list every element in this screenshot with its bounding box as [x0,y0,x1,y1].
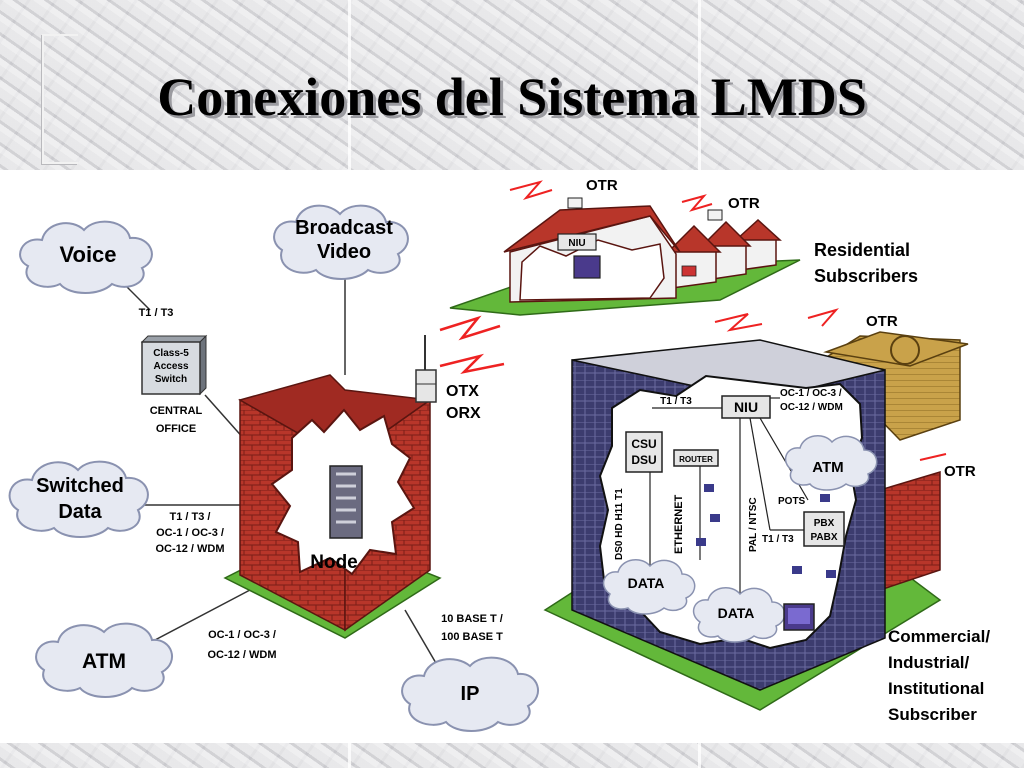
class5-line1: Class-5 [153,348,189,359]
slide-title: Conexiones del Sistema LMDS [157,67,867,127]
voice-label: Voice [59,242,116,267]
data-label: Data [58,501,102,523]
pots-label: POTS [778,496,806,507]
t1t3-top-label: T1 / T3 [139,307,174,319]
router-box: ROUTER [673,449,719,467]
ethernet-label: ETHERNET [673,494,685,554]
signal-waves-commercial [714,308,947,461]
data-left-label: DATA [628,575,665,591]
niu-house-label: NIU [568,238,585,249]
pal-ntsc-label: PAL / NTSC [748,497,759,552]
ip-cloud: IP [401,656,539,732]
ip-label: IP [461,683,480,705]
inner-t1t3-label: T1 / T3 [660,396,692,407]
router-label: ROUTER [679,455,713,464]
otr-label-2: OTR [728,195,760,212]
dsu-label: DSU [631,453,656,467]
node-building: Node [223,374,442,639]
residential-line1: Residential [814,240,910,260]
pabx-label: PABX [810,532,837,543]
commercial-line4: Subscriber [888,705,977,724]
data-cloud-left: DATA [602,559,696,615]
t1t3-oc-line2: OC-1 / OC-3 / [156,527,224,539]
data-cloud-mid: DATA [692,587,786,643]
switched-label: Switched [36,475,124,497]
commercial-line2: Industrial/ [888,653,970,672]
commercial-line1: Commercial/ [888,627,990,646]
atm-cloud: ATM [35,622,173,698]
otx-label: OTX [446,383,479,400]
inner-monitor [783,603,815,631]
base-t-line2: 100 BASE T [441,631,503,643]
residential-line2: Subscribers [814,266,918,286]
t1t3-oc-line3: OC-12 / WDM [155,543,224,555]
signal-waves-residential [509,180,713,212]
commercial-line3: Institutional [888,679,984,698]
oc-atm-line2: OC-12 / WDM [207,649,276,661]
oc-atm-line1: OC-1 / OC-3 / [208,629,276,641]
data-mid-label: DATA [718,605,755,621]
otr-label-1: OTR [586,177,618,194]
base-t-line1: 10 BASE T / [441,613,503,625]
class5-access-switch: Class-5 Access Switch [140,334,208,396]
switched-data-cloud: Switched Data [8,460,149,538]
inner-workstations [696,484,836,578]
ds0-label: DS0 HD H11 T1 [614,488,625,560]
otr-label-3: OTR [866,313,898,330]
atm-inner-cloud: ATM [784,435,878,491]
otr-label-4: OTR [944,463,976,480]
voice-cloud: Voice [19,220,153,294]
node-label: Node [310,552,358,573]
csu-dsu-box: CSU DSU [625,431,663,473]
inner-oc-line1: OC-1 / OC-3 / [780,388,842,399]
niu-commercial: NIU [721,395,771,419]
csu-label: CSU [631,437,656,451]
pbx-label: PBX [814,518,835,529]
class5-line2: Access [153,361,188,372]
atm-inner-label: ATM [812,459,843,476]
t1t3-oc-line1: T1 / T3 / [170,511,211,523]
atm-label: ATM [82,650,126,673]
central-office-line2: OFFICE [156,423,196,435]
pbx-box: PBX PABX [803,511,845,547]
node-server [329,465,363,539]
class5-line3: Switch [155,374,187,385]
video-label: Video [317,241,371,263]
broadcast-video-cloud: Broadcast Video [273,204,409,280]
orx-label: ORX [446,405,481,422]
lmds-diagram: Voice Broadcast Video Switched Data ATM … [8,177,990,732]
signal-waves-node [439,315,505,375]
title-bracket [42,34,78,164]
residential-houses: NIU [449,197,801,316]
inner-oc-line2: OC-12 / WDM [780,402,843,413]
otx-orx-transceiver [415,335,437,403]
niu-commercial-label: NIU [734,399,758,415]
broadcast-label: Broadcast [295,217,393,239]
central-office-line1: CENTRAL [150,405,203,417]
inner-t1t3b-label: T1 / T3 [762,534,794,545]
